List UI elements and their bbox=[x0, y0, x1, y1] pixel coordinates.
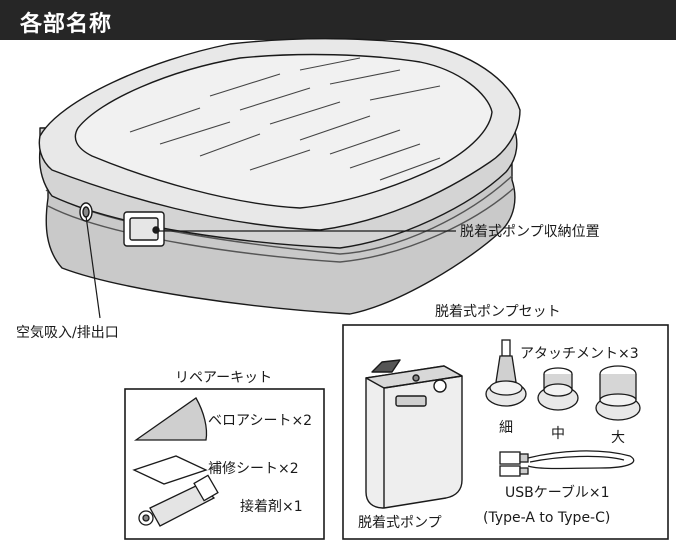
pump-label: 脱着式ポンプ bbox=[358, 515, 442, 531]
pump-set-title: 脱着式ポンプセット bbox=[435, 304, 561, 320]
pump-illustration bbox=[365, 359, 463, 509]
nozzle-small-illustration bbox=[485, 339, 527, 407]
air-valve-label: 空気吸入/排出口 bbox=[16, 325, 119, 341]
nozzle-medium-label: 中 bbox=[551, 426, 565, 442]
air-valve-leader-line bbox=[85, 215, 101, 319]
section-title: 各部名称 bbox=[20, 12, 113, 37]
nozzle-medium-illustration bbox=[537, 367, 579, 411]
usb-cable-label: USBケーブル×1 bbox=[505, 485, 610, 501]
adhesive-label: 接着剤×1 bbox=[240, 499, 303, 515]
nozzle-large-illustration bbox=[595, 365, 641, 421]
repair-kit-title: リペアーキット bbox=[175, 370, 273, 386]
patch-sheet-label: 補修シート×2 bbox=[208, 461, 299, 477]
pump-set-box bbox=[342, 324, 669, 540]
air-mattress-illustration bbox=[38, 38, 521, 315]
repair-kit-box bbox=[124, 388, 325, 540]
attachments-label: アタッチメント×3 bbox=[520, 346, 639, 362]
usb-cable-type-label: (Type-A to Type-C) bbox=[483, 510, 611, 526]
bellows-sheet-illustration bbox=[133, 397, 208, 441]
adhesive-tube-illustration bbox=[138, 474, 219, 527]
nozzle-small-label: 細 bbox=[499, 420, 513, 436]
pump-storage-label: 脱着式ポンプ収納位置 bbox=[460, 224, 600, 240]
usb-cable-illustration bbox=[499, 450, 635, 477]
section-header: 各部名称 bbox=[0, 0, 676, 40]
nozzle-large-label: 大 bbox=[611, 430, 625, 446]
patch-sheet-illustration bbox=[132, 455, 208, 485]
bellows-sheet-label: ベロアシート×2 bbox=[208, 413, 313, 429]
